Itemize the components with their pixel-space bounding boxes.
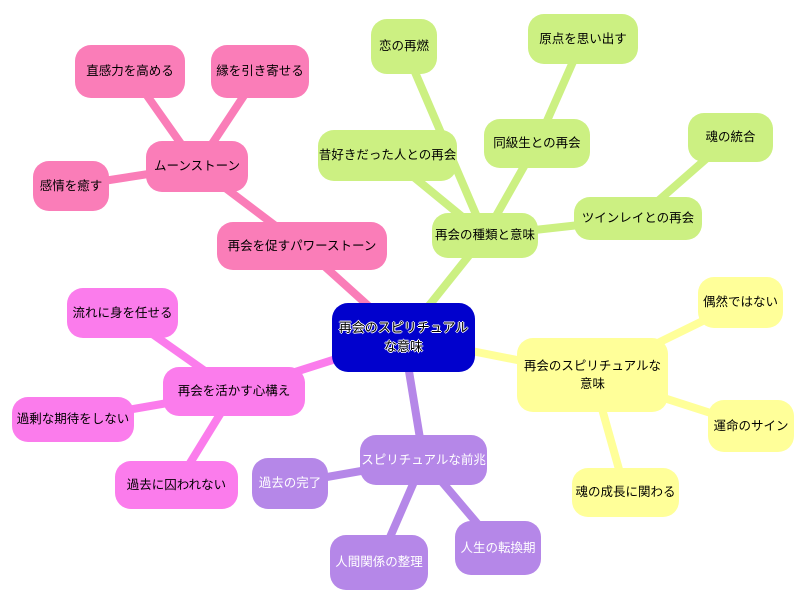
mindmap-node-chokkan[interactable]: 直感力を高める xyxy=(75,45,185,98)
mindmap-node-ningen-seiri[interactable]: 人間関係の整理 xyxy=(330,535,428,590)
mindmap-node-mukashi-suki[interactable]: 昔好きだった人との再会 xyxy=(318,130,457,181)
mindmap-node-powerstone[interactable]: 再会を促すパワーストーン xyxy=(217,222,387,270)
mindmap-node-shurui-imi[interactable]: 再会の種類と意味 xyxy=(432,213,538,258)
mindmap-node-dokyusei[interactable]: 同級生との再会 xyxy=(484,119,590,168)
mindmap-node-twinray[interactable]: ツインレイとの再会 xyxy=(574,197,702,240)
mindmap-node-kokorogamae[interactable]: 再会を活かす心構え xyxy=(163,367,305,416)
mindmap-node-kajo-kitai[interactable]: 過剰な期待をしない xyxy=(12,397,134,442)
mindmap-node-tamashii-togo[interactable]: 魂の統合 xyxy=(688,113,773,162)
mindmap-node-spiritual-imi[interactable]: 再会のスピリチュアルな意味 xyxy=(517,338,668,412)
mindmap-node-tamashii-seicho[interactable]: 魂の成長に関わる xyxy=(572,468,679,517)
mindmap-node-guzen-dewanai[interactable]: 偶然ではない xyxy=(698,277,783,328)
mindmap-node-en-hikiyoseru[interactable]: 縁を引き寄せる xyxy=(211,45,309,98)
mindmap-node-unmei-sign[interactable]: 運命のサイン xyxy=(708,400,794,452)
mindmap-node-moonstone[interactable]: ムーンストーン xyxy=(146,141,248,192)
mindmap-node-genten[interactable]: 原点を思い出す xyxy=(528,14,638,64)
mindmap-node-kanjo-iyasu[interactable]: 感情を癒す xyxy=(33,161,109,211)
mindmap-node-center[interactable]: 再会のスピリチュアルな意味 xyxy=(332,303,475,372)
mindmap-node-jinsei-tenkanki[interactable]: 人生の転換期 xyxy=(455,521,541,575)
mindmap-node-zencho[interactable]: スピリチュアルな前兆 xyxy=(360,435,487,485)
mindmap-node-kako-torawarenai[interactable]: 過去に囚われない xyxy=(115,461,238,509)
mindmap-node-nagare-makaseru[interactable]: 流れに身を任せる xyxy=(67,288,178,338)
mindmap-node-koi-sainen[interactable]: 恋の再燃 xyxy=(371,19,437,74)
mindmap-node-kako-kanryo[interactable]: 過去の完了 xyxy=(252,458,328,509)
